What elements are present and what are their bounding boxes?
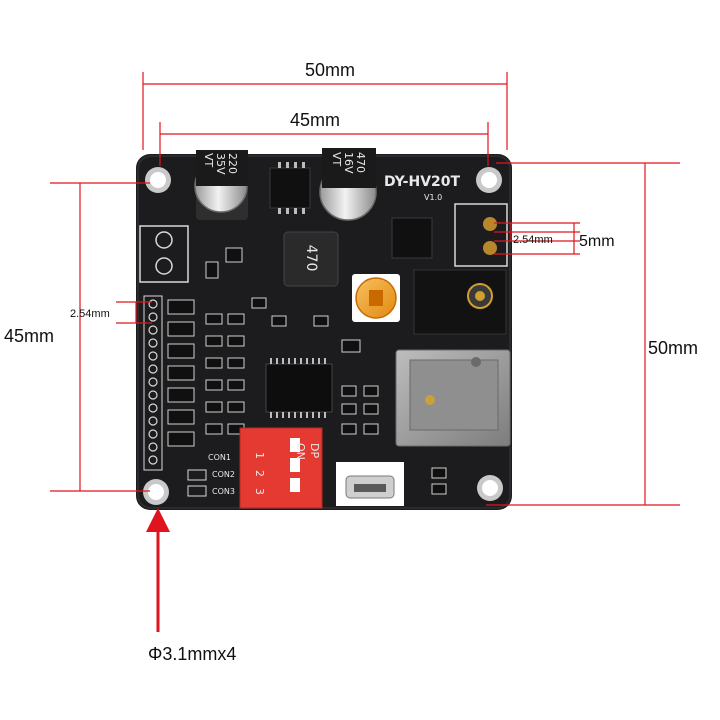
pcb-board: 220 35V VT 470 16V VT [136,148,512,510]
potentiometer [352,274,400,322]
dip-number-1: 1 [253,452,266,459]
cap-right-value: 470 [354,152,367,173]
con1-label: CON1 [208,453,231,462]
dim-holes-y-label: 45mm [4,326,54,346]
inductor: 470 [283,231,339,287]
dip-switch: ON DP 1 2 3 [239,427,323,509]
dim-pin-pitch-right-label: 2.54mm [513,234,553,246]
cap-right-voltage: 16V [342,152,355,174]
left-pin-header [143,295,163,471]
dim-width-outer-label: 50mm [305,60,355,80]
terminal-block-right [454,203,508,267]
con3-label: CON3 [212,487,235,496]
ic-right [391,217,433,259]
mount-hole-label: Φ3.1mmx4 [148,644,236,664]
dip-number-2: 2 [253,470,266,477]
micro-usb-port [336,462,404,506]
dim-terminal-label: 5mm [579,233,615,250]
board-version-label: V1.0 [424,193,442,202]
smd-components [205,247,447,495]
cap-left-series: VT [202,153,215,168]
mount-hole-top-right [476,167,502,193]
board-model-label: DY-HV20T [384,174,461,190]
dim-holes-x-label: 45mm [290,110,340,130]
dim-pin-pitch-left-label: 2.54mm [70,308,110,320]
capacitor-right: 470 16V VT [319,148,377,221]
mount-hole-bottom-right [477,475,503,501]
resistor-array [167,299,245,447]
ic-top [269,162,311,214]
dip-on-label: ON [294,443,307,460]
main-ic [265,358,333,418]
dimension-labels: 50mm 45mm 50mm 45mm 2.54mm 2.54mm 5mm Φ3… [4,60,698,664]
dimension-lines [50,72,680,632]
cap-left-value: 220 [226,153,239,174]
mount-hole-bottom-left [143,479,169,505]
dip-dp-label: DP [308,443,321,458]
dip-number-3: 3 [253,488,266,495]
sd-card-slot [395,349,511,447]
terminal-block-left [139,225,189,283]
mount-hole-top-left [145,167,171,193]
mounting-holes [143,167,503,505]
inductor-label: 470 [303,245,319,272]
con-pads [187,469,207,497]
con2-label: CON2 [212,470,235,479]
dim-height-outer-label: 50mm [648,338,698,358]
cap-left-voltage: 35V [214,153,227,175]
capacitor-left: 220 35V VT [194,150,248,220]
audio-jack [413,269,507,335]
cap-right-series: VT [330,152,343,167]
